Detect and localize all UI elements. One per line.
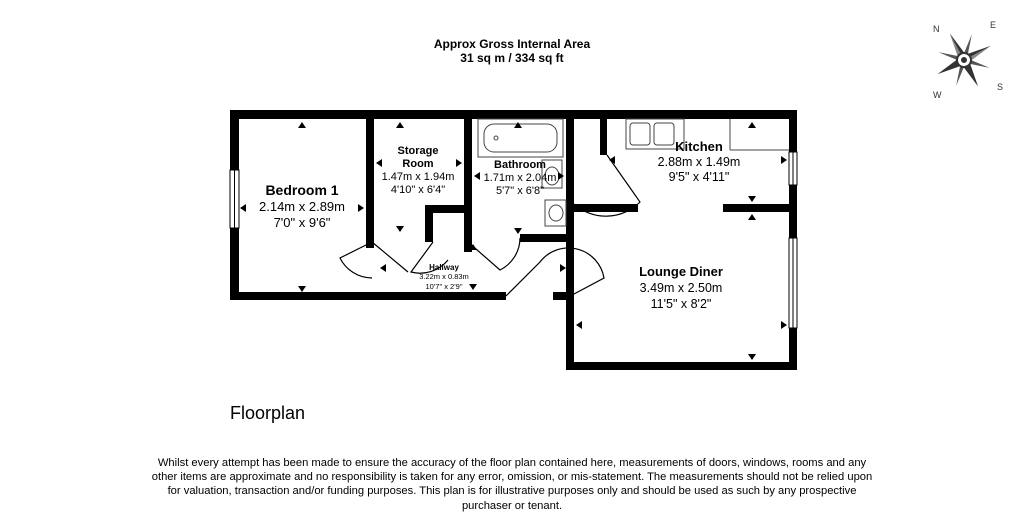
disclaimer-text: Whilst every attempt has been made to en… (151, 457, 873, 512)
bedroom-metric: 2.14m x 2.89m (259, 199, 345, 214)
room-bedroom: Bedroom 1 2.14m x 2.89m 7'0" x 9'6" (259, 182, 345, 230)
windows (229, 151, 798, 329)
bedroom-imperial: 7'0" x 9'6" (274, 215, 331, 230)
area-value: 31 sq m / 334 sq ft (460, 51, 564, 65)
room-storage: Storage Room 1.47m x 1.94m 4'10" x 6'4" (382, 145, 455, 196)
lounge-name: Lounge Diner (639, 264, 723, 279)
doors (339, 154, 641, 297)
area-title: Approx Gross Internal Area (433, 37, 591, 51)
compass-n: N (933, 24, 940, 34)
storage-metric: 1.47m x 1.94m (382, 171, 455, 183)
lounge-metric: 3.49m x 2.50m (640, 281, 723, 295)
compass-s: S (997, 82, 1003, 92)
fixtures (477, 118, 789, 227)
lounge-imperial: 11'5" x 8'2" (651, 297, 712, 311)
hallway-imperial: 10'7" x 2'9" (426, 282, 463, 291)
storage-name-2: Room (402, 158, 433, 170)
kitchen-imperial: 9'5" x 4'11" (669, 170, 730, 184)
kitchen-metric: 2.88m x 1.49m (658, 155, 741, 169)
compass-icon: N E S W (933, 20, 1003, 100)
room-lounge: Lounge Diner 3.49m x 2.50m 11'5" x 8'2" (639, 264, 723, 311)
room-kitchen: Kitchen 2.88m x 1.49m 9'5" x 4'11" (658, 139, 741, 184)
measure-arrows (240, 122, 787, 360)
bedroom-name: Bedroom 1 (265, 182, 338, 198)
room-hallway: Hallway 3.22m x 0.83m 10'7" x 2'9" (419, 263, 469, 291)
compass-w: W (933, 90, 942, 100)
bathroom-name: Bathroom (494, 159, 546, 171)
compass-e: E (990, 20, 996, 30)
floorplan-label: Floorplan (230, 403, 306, 423)
floor-plan: Bedroom 1 2.14m x 2.89m 7'0" x 9'6" Stor… (229, 110, 798, 370)
bathroom-imperial: 5'7" x 6'8" (496, 185, 544, 197)
kitchen-name: Kitchen (675, 139, 723, 154)
storage-imperial: 4'10" x 6'4" (391, 184, 445, 196)
bathroom-metric: 1.71m x 2.04m (484, 172, 557, 184)
room-bathroom: Bathroom 1.71m x 2.04m 5'7" x 6'8" (484, 159, 557, 197)
storage-name-1: Storage (398, 145, 439, 157)
hallway-metric: 3.22m x 0.83m (419, 272, 469, 281)
hallway-name: Hallway (429, 263, 459, 272)
